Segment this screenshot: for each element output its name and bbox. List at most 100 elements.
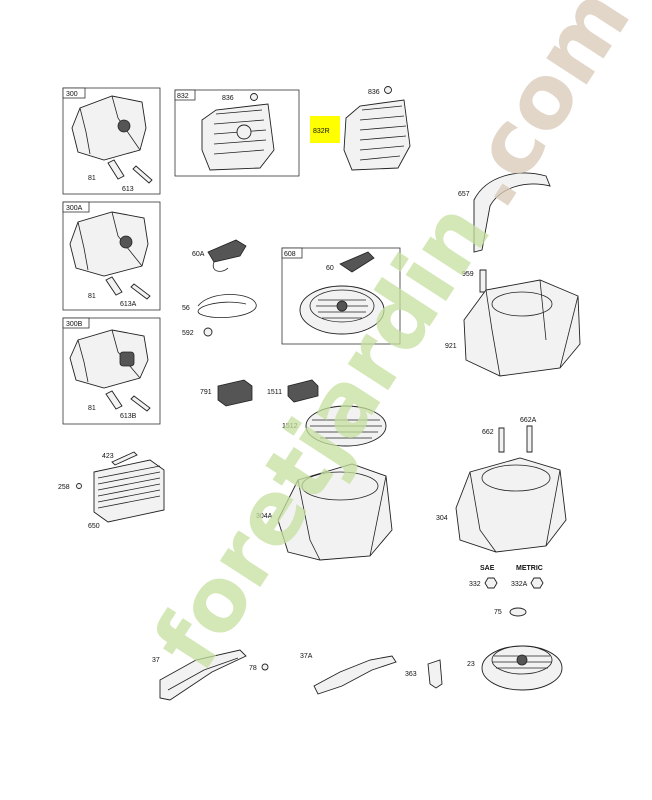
- muffler-guard-832R: [343, 99, 411, 171]
- box-label-832: 832: [177, 93, 189, 100]
- nut-592: [203, 327, 213, 337]
- cover-300-vent: [117, 119, 131, 133]
- label-662A: 662A: [520, 417, 537, 424]
- knob-81-300B: [105, 390, 123, 410]
- part-group-304: 662 662A 304: [436, 417, 567, 553]
- rewind-starter-hub: [336, 300, 348, 312]
- watermark-text: foretjardin: [134, 185, 510, 688]
- blower-housing-304: [455, 457, 567, 553]
- label-650: 650: [88, 523, 100, 530]
- starter-handle-60: [339, 251, 375, 273]
- screw-613: [132, 165, 153, 184]
- label-613A: 613A: [120, 301, 137, 308]
- housing-304A-edges: [297, 475, 387, 561]
- box-label-300A: 300A: [66, 205, 83, 212]
- frame-832-tag: [174, 89, 196, 101]
- label-37: 37: [152, 657, 160, 664]
- starter-handle-60A: [207, 239, 247, 263]
- label-81-b: 81: [88, 293, 96, 300]
- label-258: 258: [58, 484, 70, 491]
- part-group-832: 832 836: [174, 89, 300, 177]
- handle-60A-tail: [212, 261, 229, 272]
- header-metric: METRIC: [516, 565, 543, 572]
- housing-304-opening: [481, 464, 551, 492]
- label-1511: 1511: [267, 389, 282, 396]
- cover-300A-ridges: [77, 211, 143, 271]
- label-791: 791: [200, 389, 212, 396]
- air-cleaner-cover-300: [71, 95, 147, 161]
- label-613: 613: [122, 186, 134, 193]
- label-56: 56: [182, 305, 190, 312]
- nut-258: [76, 483, 82, 489]
- label-37A: 37A: [300, 653, 313, 660]
- label-60: 60: [326, 265, 334, 272]
- flywheel-23-hub: [516, 654, 528, 666]
- label-592: 592: [182, 330, 194, 337]
- part-group-1511: 791 1511 1512: [200, 379, 387, 447]
- part-group-304A: 304A: [256, 463, 393, 561]
- frame-300-tag: [62, 87, 86, 99]
- label-613B: 613B: [120, 413, 137, 420]
- screen-1512-grid: [310, 419, 382, 439]
- guard-832R-slots: [359, 105, 407, 161]
- frame-832: [174, 89, 300, 177]
- knob-81-300A: [105, 276, 123, 296]
- precleaner-423: [111, 451, 138, 466]
- label-921: 921: [445, 343, 457, 350]
- label-423: 423: [102, 453, 114, 460]
- part-group-300A: 300A 81 613A: [62, 201, 161, 311]
- box-label-608: 608: [284, 251, 296, 258]
- part-group-832R: 832R 836: [310, 86, 411, 171]
- label-959: 959: [462, 271, 474, 278]
- header-sae: SAE: [480, 565, 495, 572]
- guard-832-hole: [236, 124, 252, 140]
- cover-300-ridges: [79, 95, 141, 155]
- frame-300: [62, 87, 161, 195]
- muffler-guard-832: [201, 103, 275, 171]
- rewind-starter-ring: [309, 289, 375, 323]
- nut-332A: [530, 577, 544, 589]
- flywheel-23-fins: [491, 645, 553, 675]
- washer-75: [509, 607, 527, 617]
- label-332: 332: [469, 581, 481, 588]
- highlight-832R: [310, 116, 340, 143]
- label-836-b: 836: [368, 89, 380, 96]
- blower-housing-304A: [277, 463, 393, 561]
- frame-300B: [62, 317, 161, 425]
- part-group-bottom: 37 78 37A 363 23: [152, 645, 563, 701]
- frame-300A: [62, 201, 161, 311]
- starter-rope-56: [197, 294, 257, 319]
- blower-921-opening: [491, 291, 553, 317]
- screw-613A: [130, 283, 151, 300]
- air-cleaner-cover-300B: [69, 329, 149, 389]
- housing-304-edges: [469, 469, 561, 553]
- part-group-starter-rope: 60A 56 592: [182, 239, 257, 337]
- stud-662: [498, 427, 505, 453]
- screw-836-a: [250, 93, 258, 101]
- label-81-a: 81: [88, 175, 96, 182]
- label-662: 662: [482, 429, 494, 436]
- cover-300B-vent: [119, 351, 135, 367]
- part-group-blower: 657 959 921: [445, 172, 581, 377]
- label-332A: 332A: [511, 581, 528, 588]
- box-label-300B: 300B: [66, 321, 83, 328]
- label-23: 23: [467, 661, 475, 668]
- air-cleaner-cover-300A: [69, 211, 149, 277]
- nut-332: [484, 577, 498, 589]
- frame-300A-tag: [62, 201, 90, 213]
- label-832R: 832R: [313, 128, 330, 135]
- frame-608: [281, 247, 401, 345]
- part-group-300B: 300B 81 613B: [62, 317, 161, 425]
- part-group-nuts: SAE METRIC 332 332A 75: [469, 565, 544, 617]
- label-81-c: 81: [88, 405, 96, 412]
- air-vane-37-rib: [167, 657, 239, 691]
- cover-300A-vent: [119, 235, 133, 249]
- link-363: [427, 659, 443, 689]
- label-1512: 1512: [282, 423, 298, 430]
- part-group-filter: 423 258 650: [58, 451, 165, 530]
- cover-300B-ridges: [77, 329, 141, 383]
- filter-650-pleats: [97, 465, 161, 509]
- blower-921-edges: [485, 279, 579, 377]
- frame-300B-tag: [62, 317, 90, 329]
